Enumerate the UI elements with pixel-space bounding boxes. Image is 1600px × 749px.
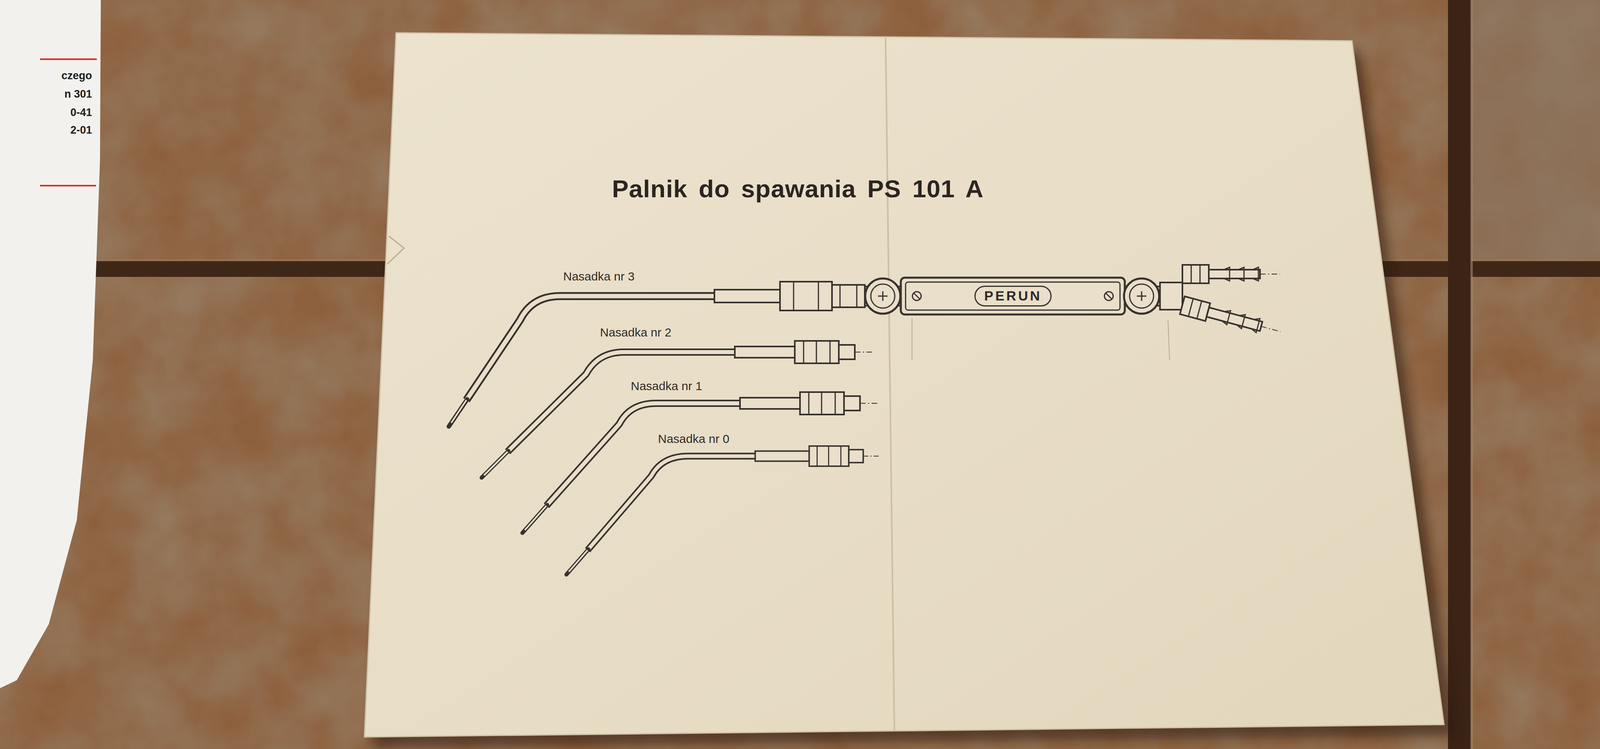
red-rule [40,58,97,60]
valve-mark [1136,291,1147,301]
centre-line [1260,273,1280,275]
tip-outline [481,450,509,478]
handle-plate [905,282,1120,310]
brand-name: PERUN [984,288,1042,304]
handle [900,277,1125,315]
sleeve [714,289,780,303]
screw-slot [1105,292,1112,300]
tip-inner [568,550,588,572]
nut [832,284,865,308]
nut-face [1199,264,1201,284]
centre-line [1261,326,1281,332]
part-label: Nasadka nr 2 [600,325,672,340]
sheet-title: Palnik do spawania PS 101 A [612,174,984,203]
screw-slot [913,292,920,300]
hose-nut [1182,264,1209,284]
valve-knob-ring [1129,284,1154,308]
hose-barb [1208,269,1260,279]
valve-mark [878,291,888,301]
valve-knob-ring [870,284,895,308]
fragment-text: czego [61,69,92,82]
part-label: Nasadka nr 0 [658,432,730,446]
nut-face [1190,264,1192,284]
tube-inner [587,456,757,550]
nozzle-fitting [740,392,878,415]
tip-outline [522,504,548,533]
paper-fragment [0,0,101,688]
grout-line [1448,0,1472,749]
torch [448,264,1283,427]
fragment-text: 2-01 [70,124,92,137]
screw [912,291,922,301]
lower-hose-fitting [1180,296,1283,341]
fold-crease [885,38,895,732]
tip-outline [448,399,468,427]
nut-face [1196,300,1202,319]
sheet [364,32,1444,737]
nozzle-fitting [755,446,880,466]
tip-inner [484,451,508,476]
faint-line [1168,320,1170,360]
name-badge: PERUN [974,285,1052,307]
connector-block [1160,282,1183,310]
fragment-text: 0-41 [70,106,92,119]
nut-face [793,281,795,311]
valve-knob [865,278,901,314]
tube-outline [587,456,757,550]
nut [780,281,832,311]
grout-edge [1470,0,1473,749]
tip-inner [524,505,547,530]
nozzle [566,446,880,575]
part-label: Nasadka nr 1 [630,379,702,394]
nut-face [839,284,841,308]
red-rule [40,184,96,187]
valve-knob [1124,278,1160,314]
part-label: Nasadka nr 3 [563,269,635,284]
tear [387,236,404,264]
nut-face [1188,298,1194,316]
nozzle-fitting [734,340,873,364]
fragment-text: n 301 [64,88,92,101]
tip-inner [451,400,467,423]
barb-ribs [1221,309,1260,333]
nut-face [818,281,820,311]
screw [1104,291,1114,301]
grey-tile [1472,0,1600,264]
nut-face [856,284,858,308]
tube-outline [466,296,716,400]
tip-outline [566,549,589,575]
faint-line [911,318,913,360]
tube-inner [466,296,716,400]
barb-ribs [1224,267,1259,281]
